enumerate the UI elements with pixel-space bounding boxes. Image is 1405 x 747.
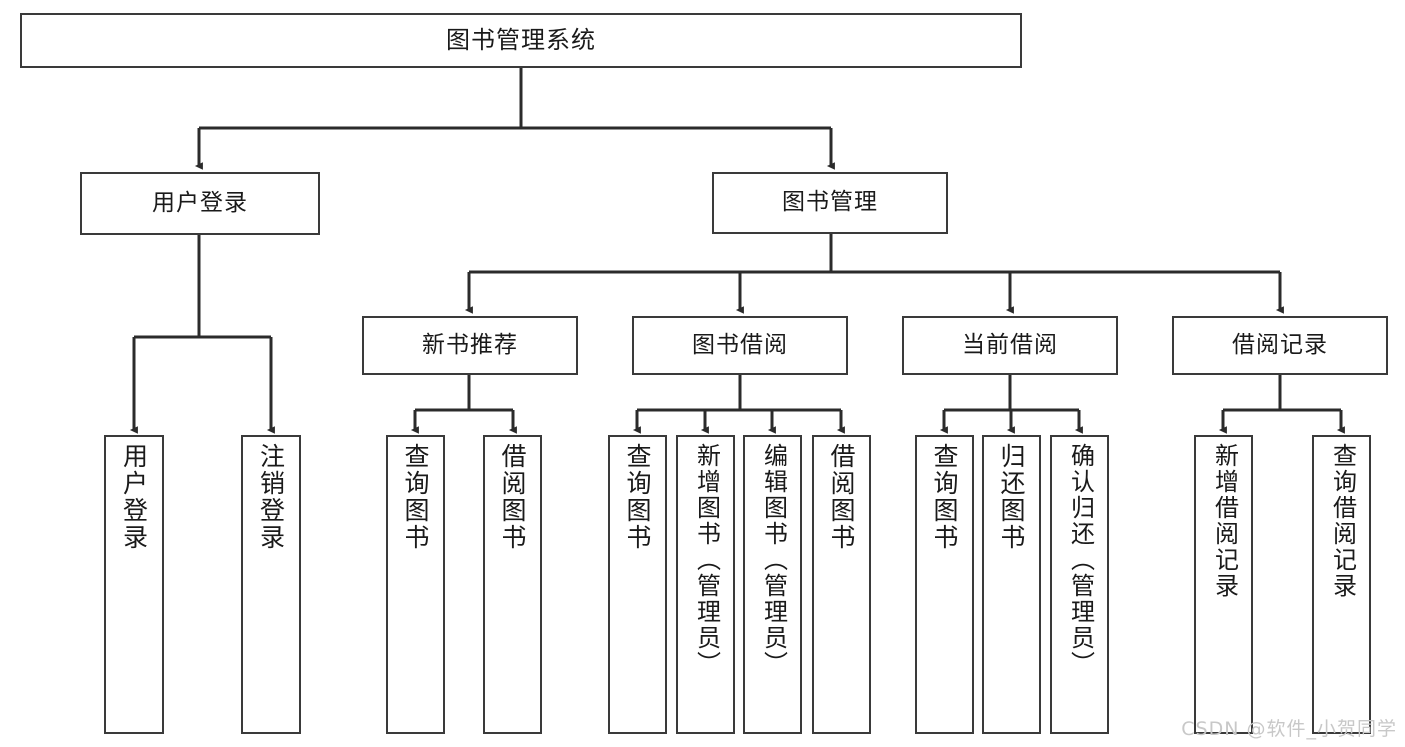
node-borrow-record[interactable]: 借阅记录 (1172, 316, 1388, 375)
node-label: 查询图书 (930, 443, 959, 551)
leaf-user-login[interactable]: 用户登录 (104, 435, 164, 734)
node-label: 图书借阅 (692, 331, 788, 358)
node-label: 图书管理 (782, 189, 878, 216)
node-book-management[interactable]: 图书管理 (712, 172, 948, 234)
node-label: 图书管理系统 (446, 26, 596, 55)
leaf-bb-add-book-admin[interactable]: 新增图书（管理员） (676, 435, 735, 734)
csdn-watermark: CSDN @软件_小贺同学 (1181, 718, 1397, 740)
leaf-logout[interactable]: 注销登录 (241, 435, 301, 734)
node-label: 借阅图书 (498, 443, 527, 551)
leaf-cb-return-book[interactable]: 归还图书 (982, 435, 1041, 734)
node-label: 归还图书 (997, 443, 1026, 551)
leaf-nb-borrow-book[interactable]: 借阅图书 (483, 435, 542, 734)
node-label: 查询图书 (401, 443, 430, 551)
node-label: 借阅记录 (1232, 331, 1328, 358)
node-root-book-management-system[interactable]: 图书管理系统 (20, 13, 1022, 68)
node-label: 注销登录 (256, 443, 286, 551)
node-current-borrow[interactable]: 当前借阅 (902, 316, 1118, 375)
node-label: 用户登录 (119, 443, 149, 551)
node-label: 编辑图书（管理员） (759, 443, 788, 677)
leaf-br-query-record[interactable]: 查询借阅记录 (1312, 435, 1371, 734)
node-label: 查询图书 (623, 443, 652, 551)
leaf-cb-query-book[interactable]: 查询图书 (915, 435, 974, 734)
leaf-cb-confirm-return-admin[interactable]: 确认归还（管理员） (1050, 435, 1109, 734)
node-label: 新增借阅记录 (1210, 443, 1239, 599)
node-label: 新增图书（管理员） (692, 443, 721, 677)
node-label: 用户登录 (152, 189, 248, 216)
leaf-bb-query-book[interactable]: 查询图书 (608, 435, 667, 734)
node-label: 借阅图书 (827, 443, 856, 551)
leaf-bb-edit-book-admin[interactable]: 编辑图书（管理员） (743, 435, 802, 734)
leaf-br-add-record[interactable]: 新增借阅记录 (1194, 435, 1253, 734)
node-label: 确认归还（管理员） (1066, 443, 1095, 677)
node-book-borrow[interactable]: 图书借阅 (632, 316, 848, 375)
node-label: 当前借阅 (962, 331, 1058, 358)
node-new-book-recommendation[interactable]: 新书推荐 (362, 316, 578, 375)
node-label: 新书推荐 (422, 331, 518, 358)
leaf-nb-query-book[interactable]: 查询图书 (386, 435, 445, 734)
leaf-bb-borrow-book[interactable]: 借阅图书 (812, 435, 871, 734)
node-label: 查询借阅记录 (1328, 443, 1357, 599)
node-user-login[interactable]: 用户登录 (80, 172, 320, 235)
